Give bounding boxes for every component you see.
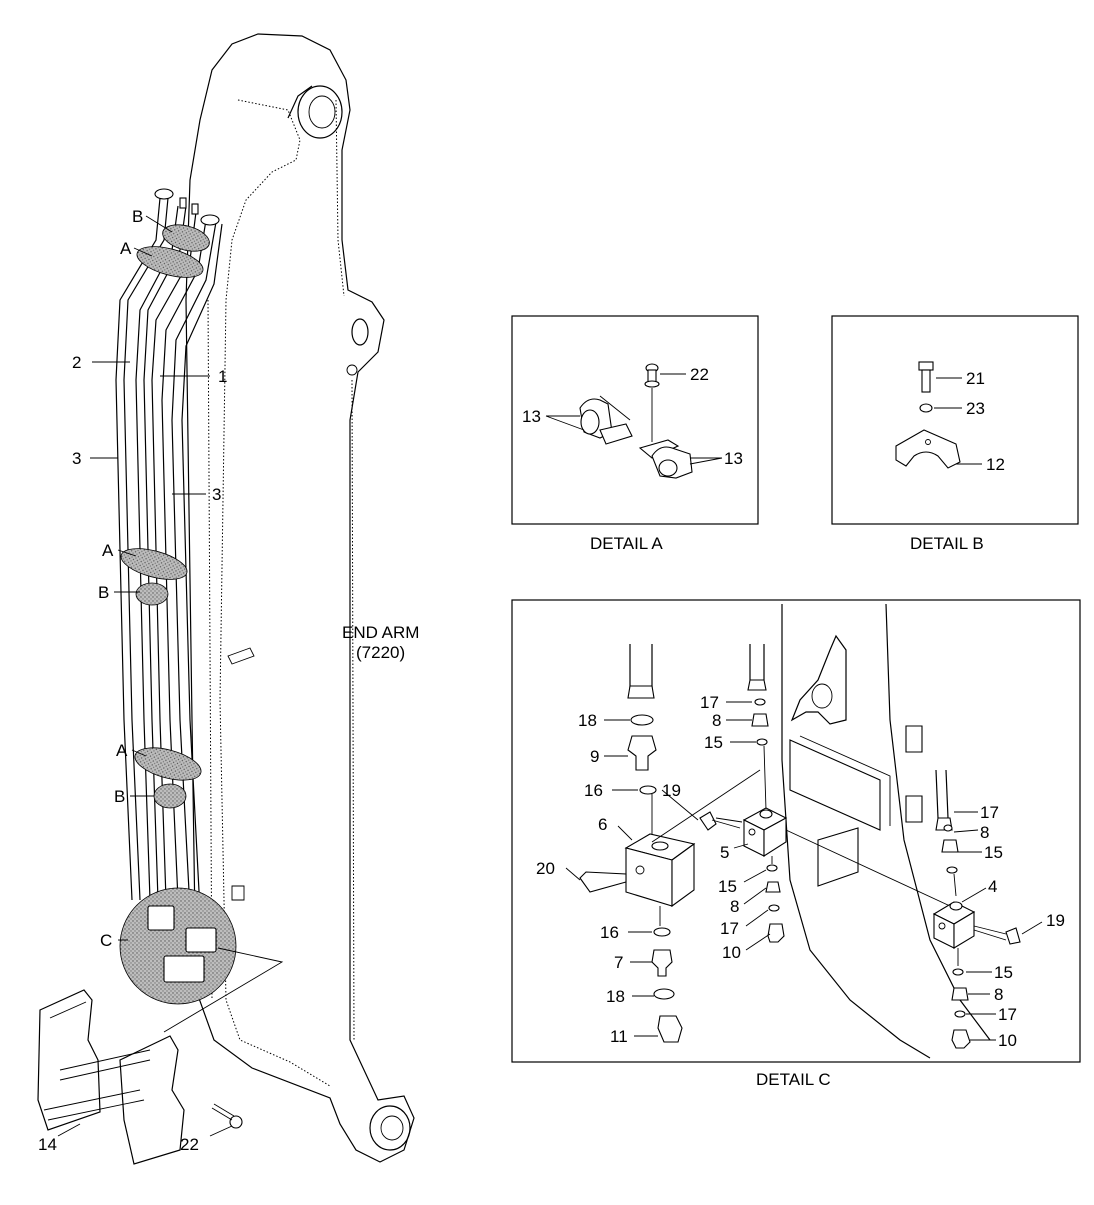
detail-c-callout-17-right-top: 17 bbox=[980, 803, 999, 822]
detail-a-panel: 22 13 13 bbox=[511, 315, 759, 525]
callout-detail-a-mid: A bbox=[102, 541, 114, 560]
end-arm-drawing bbox=[185, 33, 415, 1163]
callout-pipe-1: 1 bbox=[218, 367, 227, 386]
callout-hose-3-left: 3 bbox=[72, 449, 81, 468]
detail-c-callout-8-right-bottom: 8 bbox=[994, 985, 1003, 1004]
detail-c-callout-15-right-top: 15 bbox=[984, 843, 1003, 862]
detail-a-bolt-callout: 22 bbox=[690, 365, 709, 384]
detail-b-clamp-callout: 12 bbox=[986, 455, 1005, 474]
detail-c-callout-10-mid: 10 bbox=[722, 943, 741, 962]
detail-c-callout-16-top: 16 bbox=[584, 781, 603, 800]
main-leaders bbox=[57, 215, 233, 1137]
detail-c-callout-8-mid: 8 bbox=[730, 897, 739, 916]
detail-c-callout-15-mid: 15 bbox=[718, 877, 737, 896]
callout-detail-a-top: A bbox=[120, 239, 132, 258]
detail-b-panel: 21 23 12 bbox=[831, 315, 1079, 525]
detail-c-callout-8-top: 8 bbox=[712, 711, 721, 730]
detail-c-callout-15-top: 15 bbox=[704, 733, 723, 752]
callout-detail-b-low: B bbox=[114, 787, 125, 806]
detail-b-washer-callout: 23 bbox=[966, 399, 985, 418]
detail-c-callout-5: 5 bbox=[720, 843, 729, 862]
main-labels: 1 2 3 3 B A A B A B C 14 22 END ARM (722… bbox=[38, 207, 419, 1154]
callout-detail-c: C bbox=[100, 931, 112, 950]
callout-bolt-22: 22 bbox=[180, 1135, 199, 1154]
callout-guard-14: 14 bbox=[38, 1135, 57, 1154]
detail-c-callout-19-right: 19 bbox=[1046, 911, 1065, 930]
guard-drawing bbox=[37, 989, 243, 1165]
detail-c-callout-17-right-bottom: 17 bbox=[998, 1005, 1017, 1024]
callout-hose-3-right: 3 bbox=[212, 485, 221, 504]
detail-c-callout-9: 9 bbox=[590, 747, 599, 766]
detail-c-callout-19-left: 19 bbox=[662, 781, 681, 800]
detail-markers bbox=[119, 224, 284, 1033]
callout-detail-a-low: A bbox=[116, 741, 128, 760]
detail-c-callout-4: 4 bbox=[988, 877, 997, 896]
detail-c-caption: DETAIL C bbox=[756, 1070, 831, 1089]
detail-a-clamp-right-callout: 13 bbox=[724, 449, 743, 468]
detail-c-callout-10-right-bottom: 10 bbox=[998, 1031, 1017, 1050]
callout-detail-b-mid: B bbox=[98, 583, 109, 602]
detail-a-caption: DETAIL A bbox=[590, 534, 663, 553]
detail-c-panel: 18 9 16 6 20 16 7 18 11 17 8 15 19 5 15 … bbox=[511, 599, 1081, 1063]
callout-detail-b-top: B bbox=[132, 207, 143, 226]
detail-b-caption: DETAIL B bbox=[910, 534, 984, 553]
arm-label-line1: END ARM bbox=[342, 623, 419, 642]
detail-c-callout-7: 7 bbox=[614, 953, 623, 972]
detail-c-callout-17-mid: 17 bbox=[720, 919, 739, 938]
detail-c-callout-6: 6 bbox=[598, 815, 607, 834]
detail-c-callout-16-bottom: 16 bbox=[600, 923, 619, 942]
arm-label-line2: (7220) bbox=[356, 643, 405, 662]
detail-c-callout-15-right-bottom: 15 bbox=[994, 963, 1013, 982]
detail-c-callout-18-top: 18 bbox=[578, 711, 597, 730]
detail-c-callout-11: 11 bbox=[610, 1027, 628, 1046]
detail-c-callout-18-bottom: 18 bbox=[606, 987, 625, 1006]
detail-b-bolt-callout: 21 bbox=[966, 369, 985, 388]
callout-pipe-2: 2 bbox=[72, 353, 81, 372]
detail-c-callout-8-right-top: 8 bbox=[980, 823, 989, 842]
detail-c-callout-17-top: 17 bbox=[700, 693, 719, 712]
detail-a-clamp-left-callout: 13 bbox=[522, 407, 541, 426]
detail-c-callout-20: 20 bbox=[536, 859, 555, 878]
